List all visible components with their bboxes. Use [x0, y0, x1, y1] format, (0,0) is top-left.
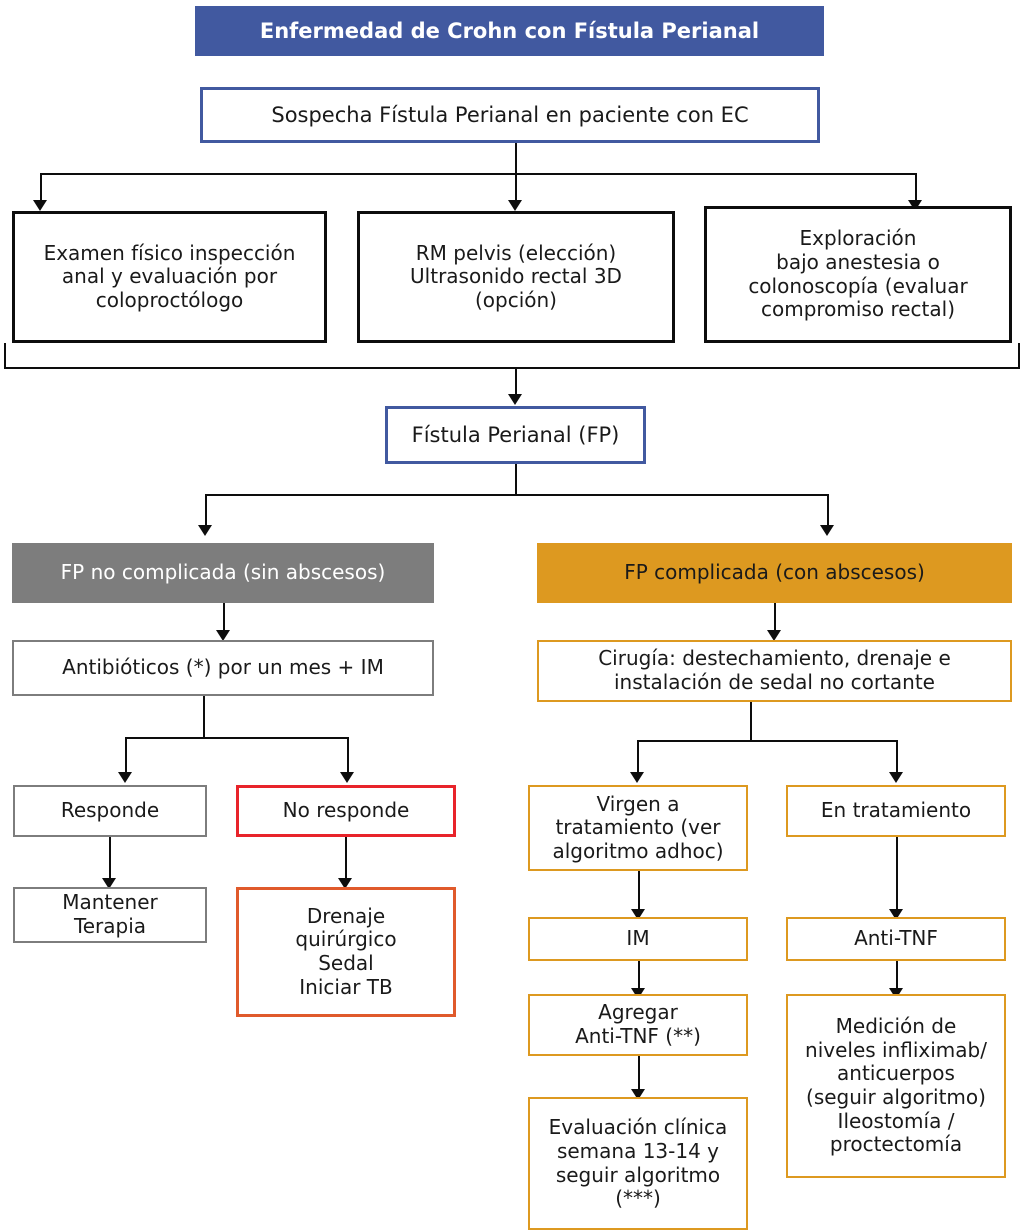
connector-suspect-bar-right	[515, 173, 917, 175]
node-en-tratamiento: En tratamiento	[786, 785, 1006, 837]
node-cirugia: Cirugía: destechamiento, drenaje e insta…	[537, 640, 1012, 702]
arrow-to-fp-no-complicada	[198, 525, 212, 536]
arrow-to-no-responde	[340, 772, 354, 783]
arrow-to-mantener-terapia	[102, 878, 116, 889]
node-agregar-anti-tnf: Agregar Anti-TNF (**)	[528, 994, 748, 1056]
connector-exam-down	[4, 343, 6, 369]
node-responde: Responde	[13, 785, 207, 837]
arrow-to-im	[631, 909, 645, 920]
arrow-to-anti-tnf	[889, 909, 903, 920]
connector-en-tratamiento-to-anti-tnf	[896, 837, 898, 910]
connector-fp-bar-right	[515, 494, 828, 496]
connector-im-to-agregar	[638, 961, 640, 989]
arrow-to-medicion-niveles	[889, 988, 903, 999]
arrow-to-exam	[33, 200, 47, 211]
node-evaluacion-clinica: Evaluación clínica semana 13-14 y seguir…	[528, 1097, 748, 1230]
connector-antibioticos-stem	[203, 696, 205, 738]
node-medicion-niveles: Medición de niveles infliximab/ anticuer…	[786, 994, 1006, 1178]
connector-antibioticos-bar	[125, 737, 347, 739]
arrow-to-antibioticos	[216, 630, 230, 641]
node-sospecha-fistula-perianal: Sospecha Fístula Perianal en paciente co…	[200, 87, 820, 143]
arrow-to-cirugia	[767, 630, 781, 641]
connector-antibioticos-to-no-responde	[347, 737, 349, 773]
connector-fp-stem	[515, 464, 517, 495]
connector-merge-to-fp	[515, 367, 517, 395]
connector-suspect-to-imaging	[515, 173, 517, 201]
connector-fp-to-complex	[827, 494, 829, 526]
node-mantener-terapia: Mantener Terapia	[13, 887, 207, 943]
arrow-to-imaging	[508, 200, 522, 211]
arrow-to-fistula-perianal	[508, 394, 522, 405]
connector-cirugia-bar	[637, 740, 896, 742]
node-examen-fisico: Examen físico inspección anal y evaluaci…	[12, 211, 327, 343]
node-anti-tnf: Anti-TNF	[786, 917, 1006, 961]
connector-agregar-to-evaluacion	[638, 1056, 640, 1090]
connector-anti-tnf-to-medicion	[896, 961, 898, 989]
connector-suspect-stem	[515, 143, 517, 174]
node-no-responde: No responde	[236, 785, 456, 837]
node-virgen-a-tratamiento: Virgen a tratamiento (ver algoritmo adho…	[528, 785, 748, 871]
connector-cirugia-stem	[750, 702, 752, 741]
node-fp-no-complicada-header: FP no complicada (sin abscesos)	[12, 543, 434, 603]
node-exploracion-bajo-anestesia: Exploración bajo anestesia o colonoscopí…	[704, 206, 1012, 343]
connector-complex-to-cirugia	[774, 603, 776, 631]
arrow-to-en-tratamiento	[889, 772, 903, 783]
connector-suspect-to-exam	[40, 173, 42, 201]
node-rm-pelvis: RM pelvis (elección) Ultrasonido rectal …	[357, 211, 675, 343]
diagram-title-banner: Enfermedad de Crohn con Fístula Perianal	[195, 6, 824, 56]
connector-fp-bar-left	[205, 494, 517, 496]
node-fp-complicada-header: FP complicada (con abscesos)	[537, 543, 1012, 603]
connector-eua-down	[1018, 343, 1020, 369]
connector-suspect-to-eua	[915, 173, 917, 201]
arrow-to-drenaje	[338, 878, 352, 889]
connector-cirugia-to-virgen	[637, 740, 639, 773]
arrow-to-virgen-tratamiento	[630, 772, 644, 783]
connector-antibioticos-to-responde	[125, 737, 127, 773]
node-fistula-perianal: Fístula Perianal (FP)	[385, 406, 646, 464]
arrow-to-eua	[908, 200, 922, 211]
connector-fp-to-simple	[205, 494, 207, 526]
connector-no-responde-to-drenaje	[345, 837, 347, 879]
arrow-to-evaluacion-clinica	[631, 1089, 645, 1100]
connector-suspect-bar	[40, 173, 517, 175]
node-drenaje-quirurgico: Drenaje quirúrgico Sedal Iniciar TB	[236, 887, 456, 1017]
connector-responde-to-mantener	[109, 837, 111, 879]
connector-simple-to-antibioticos	[223, 603, 225, 631]
node-im: IM	[528, 917, 748, 961]
connector-virgen-to-im	[638, 871, 640, 910]
node-antibioticos: Antibióticos (*) por un mes + IM	[12, 640, 434, 696]
arrow-to-responde	[118, 772, 132, 783]
arrow-to-agregar-anti-tnf	[631, 988, 645, 999]
connector-cirugia-to-en-tratamiento	[896, 740, 898, 773]
arrow-to-fp-complicada	[820, 525, 834, 536]
connector-merge-bar	[4, 367, 1020, 369]
